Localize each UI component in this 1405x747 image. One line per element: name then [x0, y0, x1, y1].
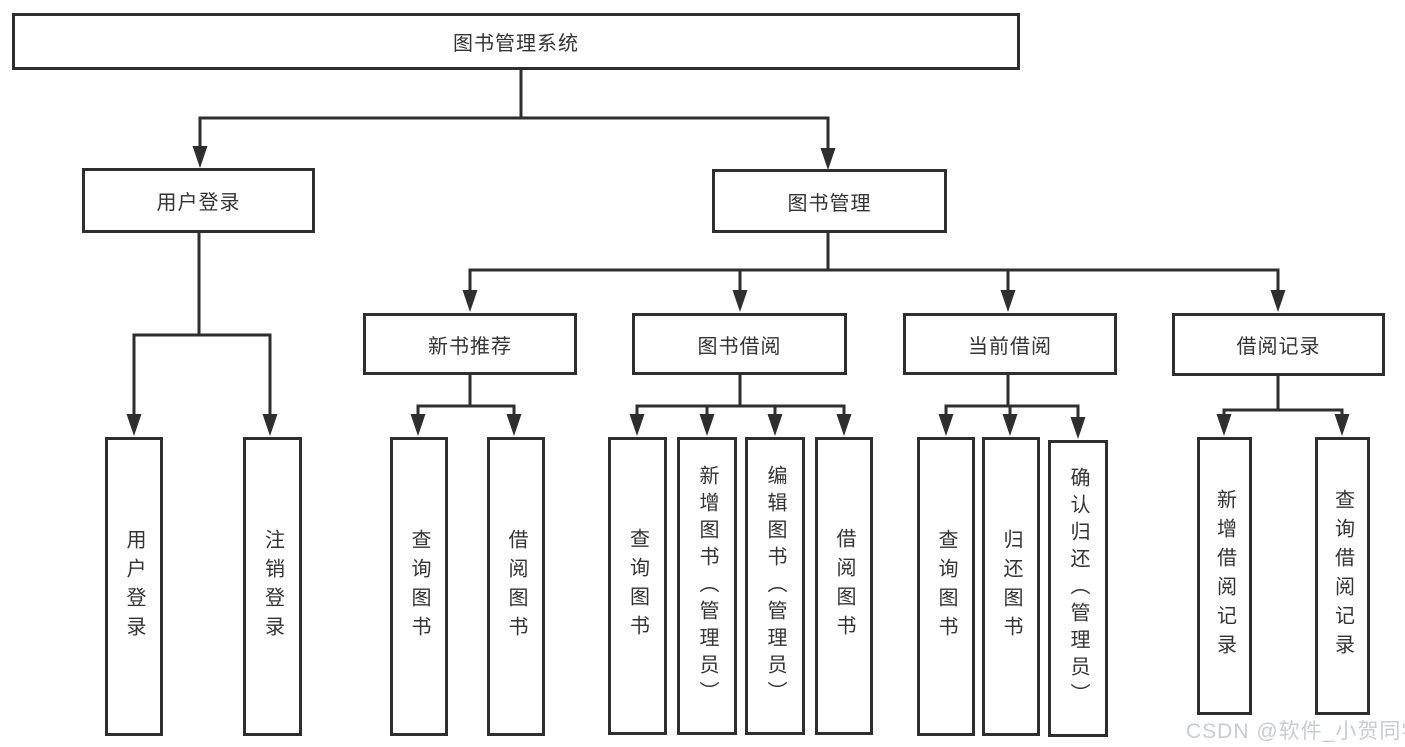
connector-user-login-branch: [126, 233, 278, 436]
leaf-records-query-record: 查询借阅记录: [1315, 437, 1370, 715]
leaf-borrow-edit-book-admin: 编辑图书（管理员）: [745, 437, 805, 735]
leaf-borrow-borrow-books: 借阅图书: [815, 437, 873, 735]
node-root: 图书管理系统: [12, 13, 1020, 70]
node-user-login: 用户登录: [82, 168, 315, 233]
connector-new-book-recommend-branch: [410, 375, 522, 436]
leaf-borrow-query-books: 查询图书: [608, 437, 667, 735]
leaf-records-add-record: 新增借阅记录: [1197, 437, 1252, 715]
leaf-current-return-book: 归还图书: [982, 437, 1040, 736]
node-borrow-records: 借阅记录: [1172, 313, 1385, 376]
connector-book-management-branch: [462, 233, 1286, 312]
node-current-borrow: 当前借阅: [903, 313, 1117, 375]
leaf-recommend-query-books: 查询图书: [390, 437, 448, 736]
leaf-logout: 注销登录: [243, 437, 302, 736]
leaf-recommend-borrow-books: 借阅图书: [487, 437, 545, 736]
connector-borrow-records-branch: [1216, 376, 1350, 436]
leaf-current-query-books: 查询图书: [917, 437, 975, 736]
node-new-book-recommend: 新书推荐: [363, 313, 577, 375]
csdn-watermark: CSDN @软件_小贺同学: [1186, 720, 1405, 743]
node-book-borrow: 图书借阅: [632, 313, 847, 375]
connector-root-to-level2: [192, 68, 836, 170]
leaf-current-confirm-return-admin: 确认归还（管理员）: [1048, 440, 1108, 737]
connector-current-borrow-branch: [938, 375, 1086, 439]
node-book-management: 图书管理: [712, 169, 947, 233]
leaf-user-login: 用户登录: [105, 437, 163, 736]
leaf-borrow-add-book-admin: 新增图书（管理员）: [677, 437, 737, 735]
connector-book-borrow-branch: [629, 375, 852, 436]
